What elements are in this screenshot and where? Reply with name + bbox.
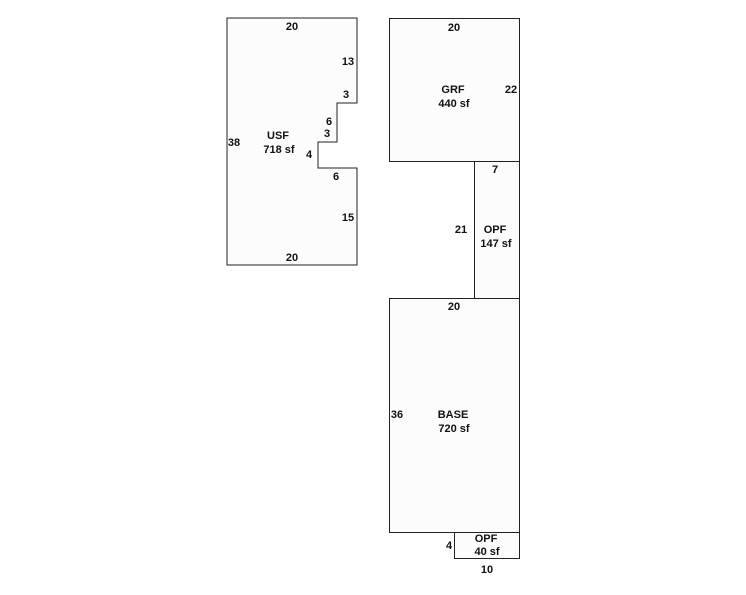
opf-147-label: OPF <box>483 224 507 236</box>
opf-147-dim-top: 7 <box>491 164 499 176</box>
base-area: 720 sf <box>438 423 470 435</box>
usf-dim-right-lower: 15 <box>341 212 355 224</box>
opf-40-dim-bottom: 10 <box>480 564 494 576</box>
usf-dim-right-upper: 13 <box>341 56 355 68</box>
opf-147-dim-left: 21 <box>454 224 468 236</box>
grf-label: GRF <box>441 84 465 96</box>
usf-dim-left: 38 <box>227 137 241 149</box>
opf-40-dim-left: 4 <box>445 540 453 552</box>
grf-outline <box>389 18 520 162</box>
base-dim-top: 20 <box>447 301 461 313</box>
base-label: BASE <box>437 409 469 421</box>
usf-area: 718 sf <box>263 144 295 156</box>
base-dim-left: 36 <box>390 409 404 421</box>
opf-147-area: 147 sf <box>480 238 512 250</box>
usf-dim-notch: 4 <box>305 149 313 161</box>
usf-dim-top: 20 <box>285 21 299 33</box>
base-outline <box>389 298 520 533</box>
grf-dim-top: 20 <box>447 22 461 34</box>
opf-40-outline <box>454 532 520 559</box>
usf-label: USF <box>267 130 289 142</box>
usf-dim-notch-bottom: 6 <box>332 171 340 183</box>
usf-dim-step3: 3 <box>323 128 331 140</box>
usf-dim-step1: 3 <box>342 89 350 101</box>
usf-dim-bottom: 20 <box>285 252 299 264</box>
opf-40-area: 40 sf <box>474 546 500 558</box>
grf-dim-right: 22 <box>504 84 518 96</box>
opf-147-outline <box>474 161 520 299</box>
grf-area: 440 sf <box>438 98 470 110</box>
opf-40-label: OPF <box>474 533 498 545</box>
usf-outline <box>226 17 358 266</box>
usf-dim-step2: 6 <box>325 116 333 128</box>
